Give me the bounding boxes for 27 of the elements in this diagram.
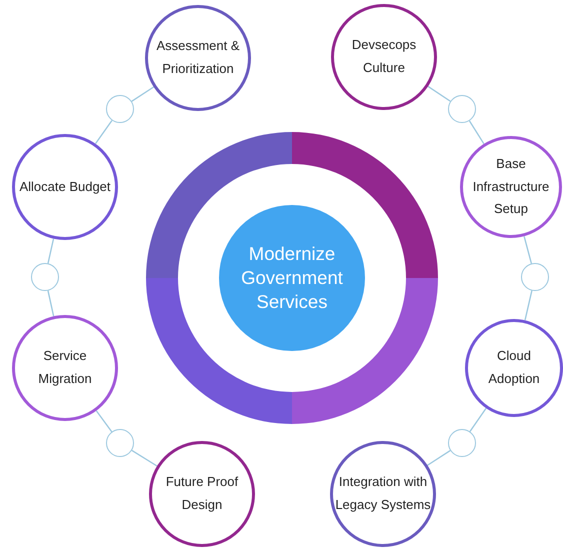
step-label: Service Migration [37,347,93,388]
connector-line [468,120,484,144]
connector-circle [448,429,476,457]
connector-line [47,290,54,316]
connector-line [95,120,112,144]
connector-circle [31,263,59,291]
step-label: Cloud Adoption [487,347,541,388]
connector-circle [448,95,476,123]
connector-line [524,236,532,264]
step-label: Base Infrastructure Setup [472,154,550,218]
connector-line [428,86,451,102]
connector-circle [521,263,549,291]
connector-line [96,410,112,432]
step-label: Allocate Budget [19,178,111,196]
step-label: Modernize Government Services [240,242,344,314]
connector-line [47,238,54,264]
connector-line [131,86,154,102]
connector-line [132,450,158,467]
connector-line [469,408,487,432]
connector-circle [106,95,134,123]
connector-line [427,450,451,466]
step-label: Assessment & Prioritization [155,37,241,78]
connector-circle [106,429,134,457]
step-label: Devsecops Culture [350,36,418,77]
connector-line [524,290,532,320]
step-label: Future Proof Design [164,473,240,514]
step-label: Integration with Legacy Systems [335,473,431,514]
